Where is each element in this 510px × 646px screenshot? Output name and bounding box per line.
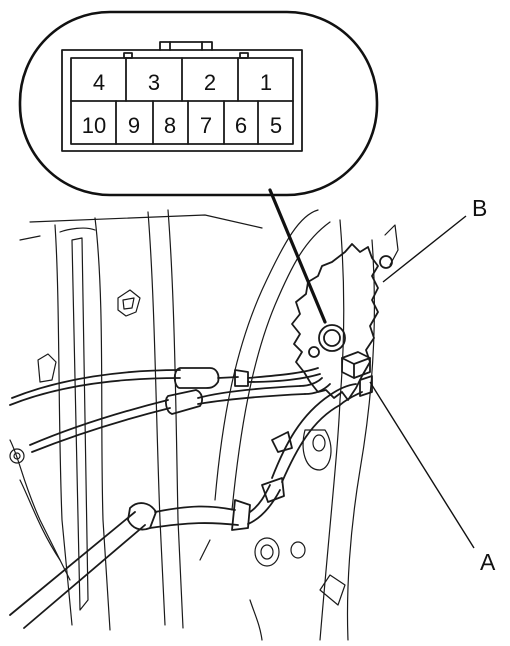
wire-harness [9, 367, 363, 629]
callout-a-label: A [480, 549, 496, 575]
pin-4: 4 [93, 70, 105, 95]
inset-pointer-line [268, 188, 327, 324]
pin-3: 3 [148, 70, 160, 95]
pin-6: 6 [235, 113, 247, 138]
callout-b-leader [382, 215, 467, 283]
door-frame-drawing [9, 209, 399, 641]
inset-bubble [18, 10, 379, 197]
connector-inset: 4 3 2 1 10 9 8 7 6 5 [18, 10, 379, 197]
pin-5: 5 [270, 113, 282, 138]
pin-2: 2 [204, 70, 216, 95]
panel-cutaway [291, 243, 393, 401]
pin-9: 9 [128, 113, 140, 138]
pin-8: 8 [164, 113, 176, 138]
pin-7: 7 [200, 113, 212, 138]
leader-lines [268, 188, 475, 549]
connector-a-part [341, 351, 373, 397]
callout-b-label: B [472, 195, 487, 221]
pin-1: 1 [260, 70, 272, 95]
connector-face [61, 41, 303, 152]
pin-10: 10 [82, 113, 106, 138]
callout-a-leader [369, 381, 475, 549]
